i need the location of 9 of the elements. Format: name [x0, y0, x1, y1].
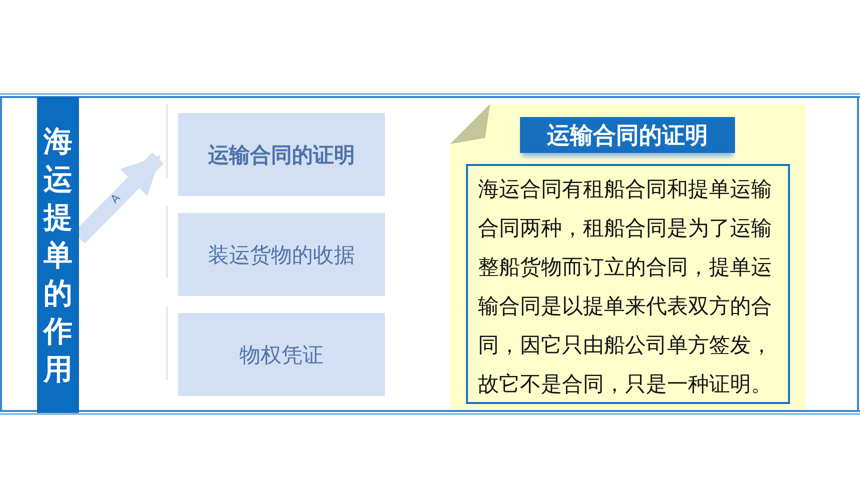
title-bar — [37, 97, 79, 413]
heading-box: 运输合同的证明 — [520, 117, 735, 153]
text-box — [466, 164, 790, 404]
function-box: 装运货物的收据 — [178, 213, 385, 296]
vertical-title: 海运提单的作用 — [43, 123, 73, 388]
function-box: 运输合同的证明 — [178, 113, 385, 196]
note-panel — [450, 104, 806, 410]
paragraph: 海运合同有租船合同和提单运输合同两种，租船合同是为了运输整船货物而订立的合同，提单运输合同是以提单来代表双方的合同，因它只由船公司单方签发，故它不是合同，只是一种证明。 — [478, 176, 773, 398]
function-box: 物权凭证 — [178, 313, 385, 396]
